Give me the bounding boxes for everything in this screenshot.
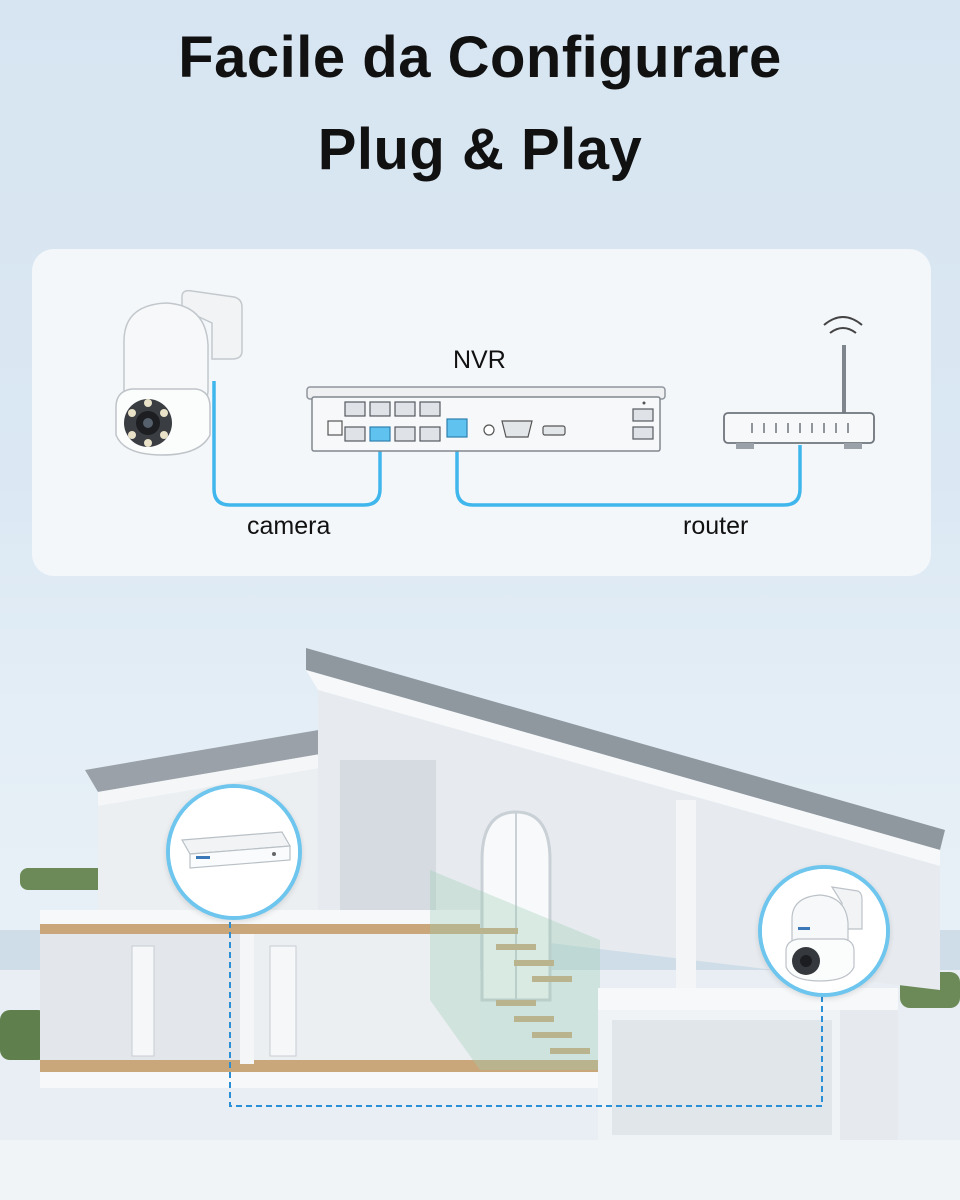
page-title-line-1: Facile da Configurare: [178, 25, 782, 90]
ptz-camera-icon: [762, 869, 886, 993]
ptz-camera-icon: [115, 289, 243, 456]
connection-diagram-card: NVR camera router: [32, 249, 931, 576]
camera-label: camera: [247, 512, 331, 540]
dashed-link-line: [229, 912, 823, 1107]
camera-callout-bubble: [758, 865, 890, 997]
nvr-callout-bubble: [166, 784, 302, 920]
router-cable: [455, 429, 802, 507]
router-label: router: [683, 512, 749, 540]
nvr-recorder-icon: [170, 788, 298, 916]
router-icon: [723, 345, 875, 449]
camera-cable: [212, 381, 382, 507]
page-title-line-2: Plug & Play: [317, 117, 643, 182]
connection-diagram: [115, 289, 875, 507]
nvr-label: NVR: [453, 346, 506, 374]
wifi-signal-icon: [823, 316, 863, 334]
nvr-recorder-icon: [306, 386, 666, 452]
